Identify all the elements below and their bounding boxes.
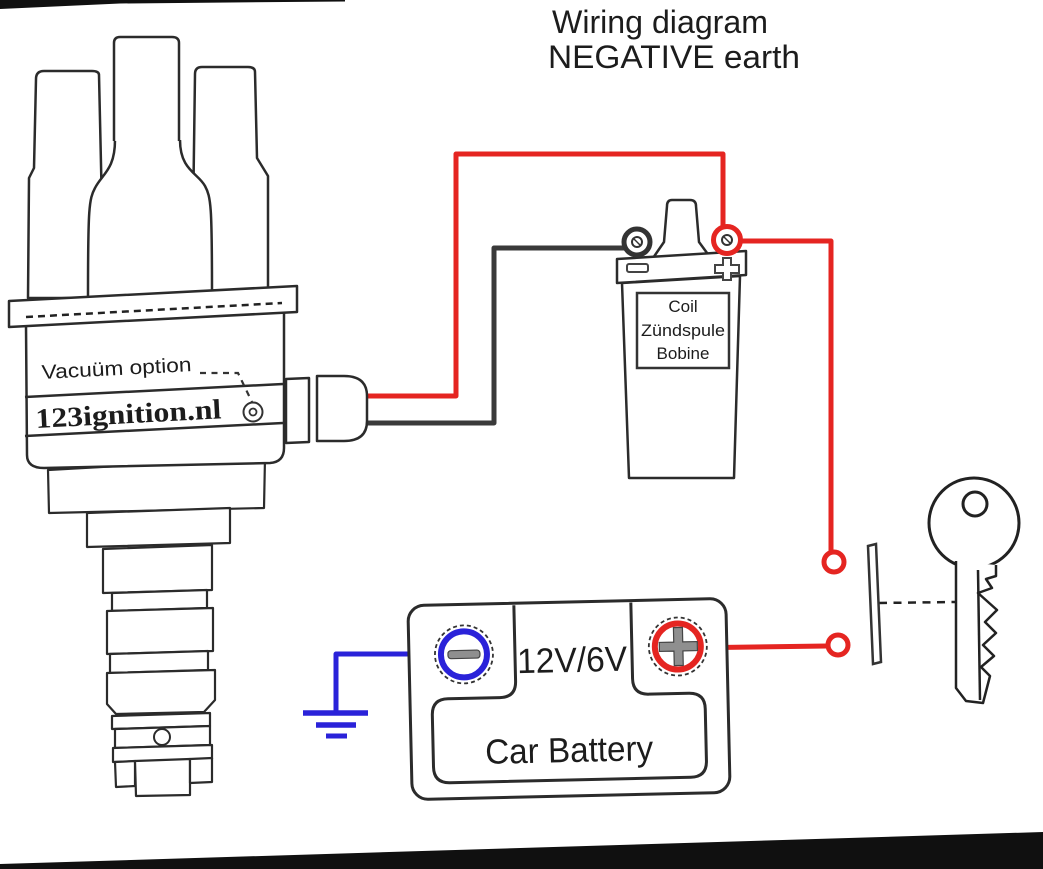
vacuum-pointer-dashed [200, 371, 253, 403]
connector-stub [284, 376, 311, 445]
coil: Coil Zündspule Bobine [615, 198, 748, 480]
distributor: Vacuüm option 123ignition.nl [7, 35, 369, 798]
coil-label-line3: Bobine [657, 344, 710, 363]
wire-red-distributor-to-coil [352, 151, 726, 399]
battery-minus-icon [447, 649, 481, 660]
distributor-shaft [46, 456, 267, 798]
title-line1: Wiring diagram [552, 4, 768, 40]
cap-tower-left [26, 69, 106, 300]
distributor-cap-flange [7, 284, 299, 329]
switch-key-dashed-link [878, 600, 957, 605]
coil-label-line2: Zündspule [641, 321, 725, 340]
top-border [0, 0, 345, 9]
key-hole [961, 490, 989, 518]
coil-negative-terminal [621, 226, 653, 258]
battery-voltage-label: 12V/6V [517, 640, 628, 681]
title-line2: NEGATIVE earth [548, 39, 800, 75]
coil-label-box [635, 291, 731, 370]
battery-negative-terminal [434, 624, 494, 685]
cap-dome [88, 140, 212, 296]
cap-tower-center [114, 37, 179, 141]
coil-top-bar [615, 249, 748, 285]
coil-label-line1: Coil [668, 297, 697, 316]
ignition-key-icon [927, 476, 1021, 705]
title: Wiring diagram NEGATIVE earth [548, 4, 800, 75]
coil-minus-icon [626, 263, 649, 273]
battery-name-label: Car Battery [485, 729, 654, 772]
battery-plus-icon [658, 626, 699, 667]
wire-black-distributor-to-coil [352, 245, 634, 426]
wire-blue-battery-to-ground [333, 651, 441, 712]
switch-contact-top [821, 549, 847, 575]
distributor-body: Vacuüm option 123ignition.nl [24, 309, 369, 470]
battery-inner-panel [430, 602, 708, 785]
coil-ht-tower [651, 198, 712, 260]
ignition-switch [821, 542, 957, 666]
battery-positive-terminal [647, 616, 708, 677]
coil-positive-terminal [711, 224, 743, 256]
coil-plus-icon [714, 257, 740, 281]
switch-plate [866, 542, 883, 666]
connector-plug [315, 374, 369, 443]
battery: 12V/6V Car Battery [406, 597, 732, 801]
ground-icon [303, 710, 368, 739]
wire-red-coil-to-switch [729, 238, 834, 551]
flange-dashed-line [25, 301, 283, 319]
bottom-border [0, 832, 1043, 869]
switch-contact-bottom [825, 632, 851, 658]
distributor-cap [26, 35, 270, 300]
vacuum-nipple-icon [242, 401, 264, 423]
